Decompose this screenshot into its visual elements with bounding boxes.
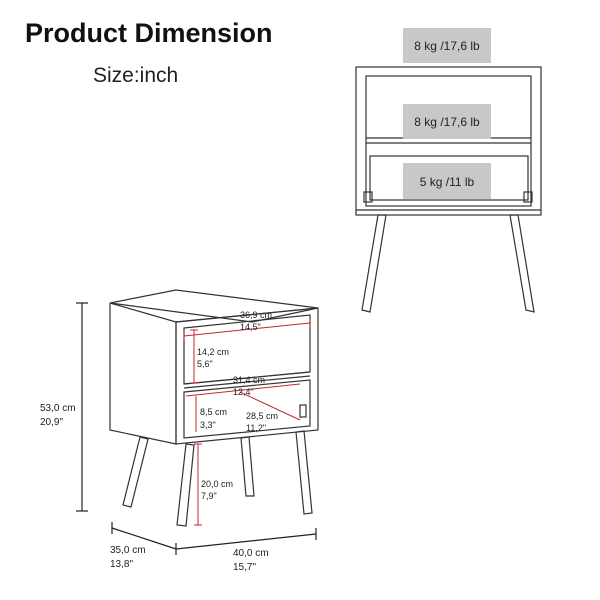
drawer-depth-in: 11,2" [246,423,266,433]
drawer-width-cm: 31,4 cm [233,375,265,385]
height-in: 20,9" [40,417,63,428]
inner-width-in: 14,5" [240,322,261,332]
load-label-top-text: 8 kg /17,6 lb [414,39,480,53]
height-cm: 53,0 cm [40,403,76,414]
cabinet-drawer [183,379,311,439]
cabinet-front [175,307,319,445]
inner-width-cm: 36,9 cm [240,310,272,320]
leg-front-right [295,430,313,515]
cabinet-side [109,303,177,445]
load-label-drawer-text: 5 kg /11 lb [420,175,475,189]
load-label-drawer: 5 kg /11 lb [403,163,491,199]
front-view-drawer [369,155,529,201]
leg-front-left [176,443,195,527]
size-unit-label: Size:inch [93,64,179,87]
front-view-inner [365,75,532,207]
drawer-width-in: 12,4" [233,387,254,397]
leg-back-right [240,436,255,497]
internal-dimension-labels: 36,9 cm 14,5" 14,2 cm 5,6" 31,4 cm 12,4"… [197,310,278,501]
leg-height-in: 7,9" [201,491,217,501]
width-line [175,533,317,550]
load-label-top: 8 kg /17,6 lb [403,28,491,63]
drawer-depth-line [239,391,301,421]
load-label-shelf-text: 8 kg /17,6 lb [414,115,480,129]
front-view [355,66,542,313]
external-dimensions [76,302,317,555]
internal-dimensions [183,319,311,526]
drawer-handle-left [363,191,373,203]
depth-in: 13,8" [110,559,133,570]
open-height-in: 5,6" [197,359,213,369]
front-leg-left [361,214,387,313]
drawer-width-line [185,383,301,397]
drawer-height-cm: 8,5 cm [200,407,227,417]
leg-height-cm: 20,0 cm [201,479,233,489]
open-height-cm: 14,2 cm [197,347,229,357]
page-title: Product Dimension [25,18,273,48]
drawer-height-in: 3,3" [200,420,216,430]
leg-back-left [122,436,149,508]
front-leg-right [509,214,535,313]
drawer-depth-cm: 28,5 cm [246,411,278,421]
depth-line [111,527,177,550]
width-cm: 40,0 cm [233,548,269,559]
drawer-handle-right [523,191,533,203]
width-in: 15,7" [233,562,256,573]
front-view-body [355,66,542,216]
drawer-handle [299,404,307,418]
external-dimension-labels: 53,0 cm 20,9" 35,0 cm 13,8" 40,0 cm 15,7… [40,403,269,573]
load-label-shelf: 8 kg /17,6 lb [403,104,491,139]
depth-cm: 35,0 cm [110,545,146,556]
isometric-nightstand [109,289,319,527]
inner-width-line [183,322,311,337]
